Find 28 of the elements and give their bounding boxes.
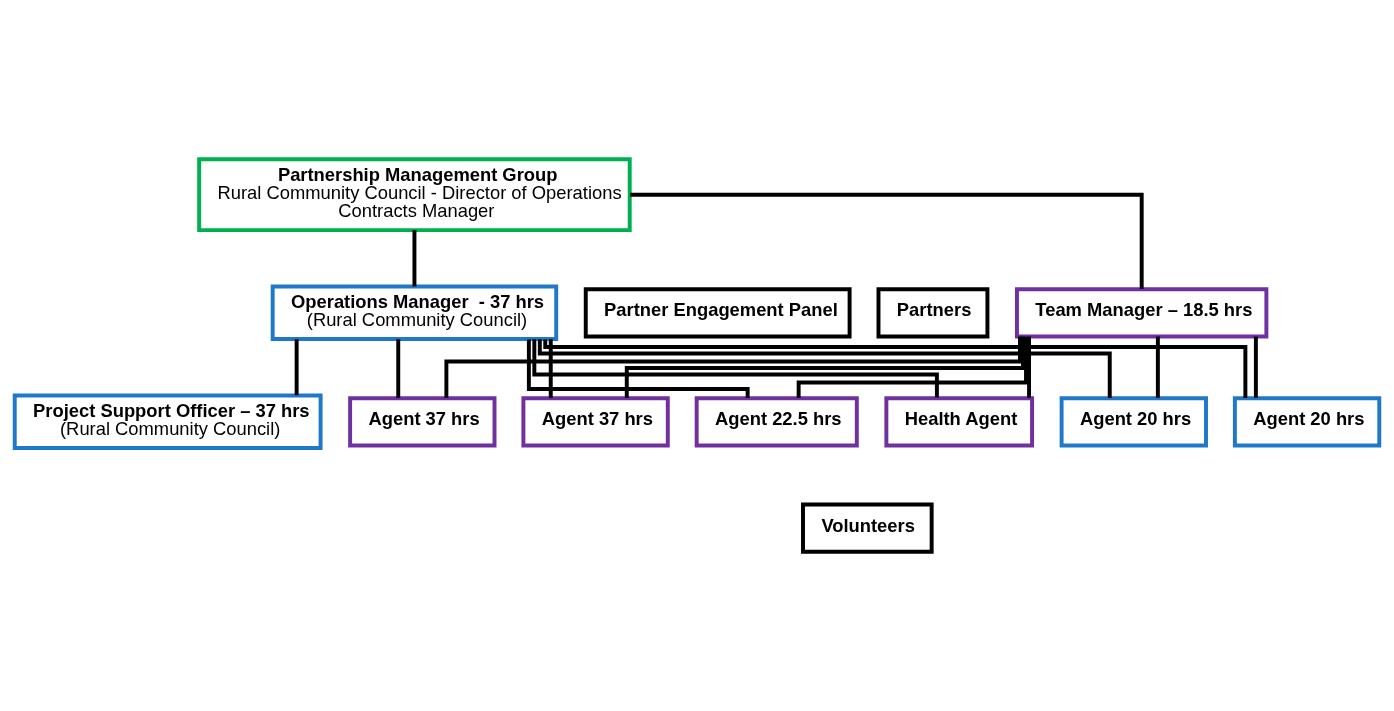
connector (796, 336, 1028, 398)
node-box: Partner Engagement Panel (583, 287, 852, 339)
node-box: Agent 37 hrs (521, 396, 670, 448)
node-box: Team Manager – 18.5 hrs (1015, 287, 1269, 339)
connector (294, 339, 299, 396)
connector (532, 339, 939, 398)
node-box: Partners (876, 287, 990, 339)
connector (396, 339, 401, 398)
connector (537, 339, 1112, 398)
node-box: Partnership Management Group Rural Community Council - Director of Operations Contracts Manager (197, 157, 632, 233)
connector (444, 336, 1022, 398)
connector (630, 192, 1144, 289)
node-box: Agent 20 hrs (1059, 396, 1208, 448)
node-box: Project Support Officer – 37 hrs (Rural Community Council) (12, 393, 323, 451)
connector (526, 339, 750, 398)
connector (543, 339, 1248, 399)
connector (412, 230, 417, 287)
connector (1027, 336, 1031, 398)
connector (1253, 336, 1258, 398)
node-box: Volunteers (801, 502, 934, 554)
connector (548, 339, 553, 398)
node-box: Health Agent (884, 396, 1035, 448)
node-box: Agent 20 hrs (1232, 396, 1382, 448)
connector (1155, 336, 1160, 398)
node-box: Operations Manager - 37 hrs (Rural Community Council) (270, 284, 559, 342)
node-box: Agent 22.5 hrs (694, 396, 859, 448)
connector (624, 336, 1025, 399)
node-box: Agent 37 hrs (348, 396, 497, 448)
